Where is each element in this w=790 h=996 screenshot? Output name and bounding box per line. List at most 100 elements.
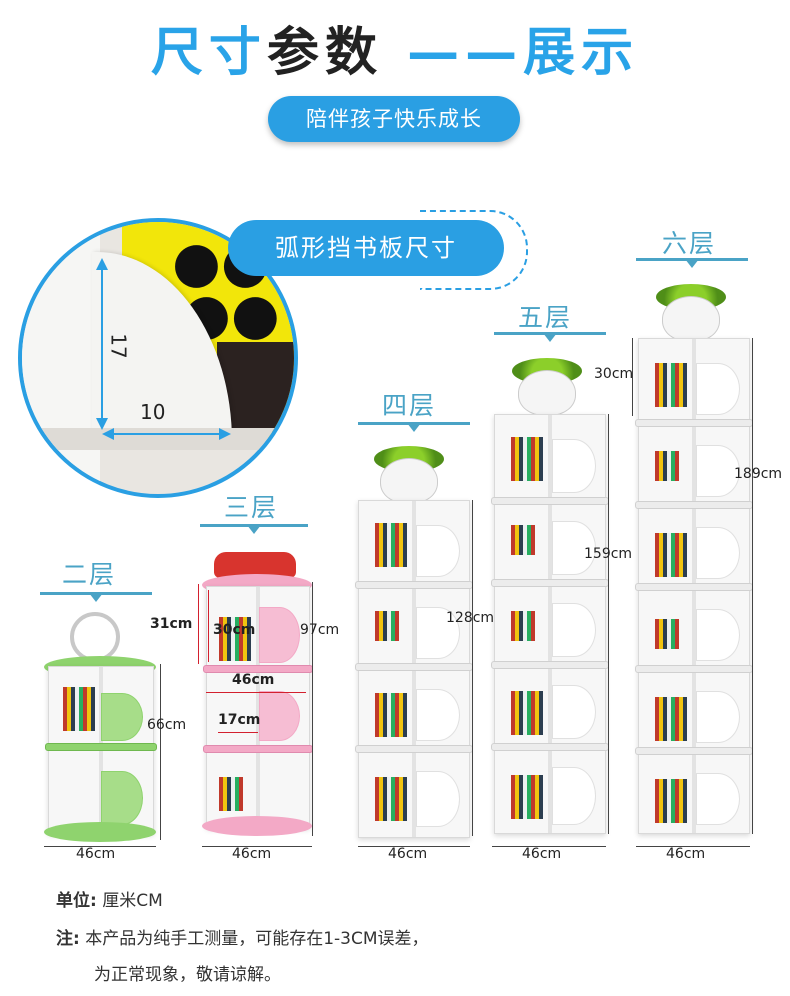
six-tier-width: 46cm [666,846,706,862]
six-tier-space-line [632,338,633,416]
baffle-board [696,527,740,579]
height-dimension-line [472,500,473,836]
dimension-arrows [96,258,231,440]
tier-label-four: 四层 [382,391,437,420]
three-tier-board-width: 46cm [232,672,275,688]
three-tier-space: 31cm [150,616,193,632]
books [511,611,535,641]
shelf-board [635,583,753,591]
width-dimension-line [202,846,312,847]
center-post [548,415,552,833]
shelf-six-tier [635,338,753,834]
books [655,619,679,649]
width-dimension-line [44,846,156,847]
width-dimension-line [358,846,470,847]
tier-pointer [494,332,606,342]
shelf-board [355,745,473,753]
three-tier-inner-line [208,590,209,662]
shelf-board [635,501,753,509]
title-part-display: ——展示 [407,23,640,83]
unit-note: 单位: 厘米CM [56,886,163,911]
shelf-board [203,745,313,753]
center-post [256,587,260,827]
title-part-params: 参数 [266,23,383,83]
shelf-board [491,579,609,587]
shelf-five-tier [491,414,609,834]
books [511,437,543,481]
arrowhead-right [219,428,231,440]
baffle-board [696,445,740,497]
pink-baffle [259,691,300,741]
books [511,525,535,555]
green-base [44,822,156,842]
baffle-board [416,607,460,659]
baffle-width-label: 10 [140,400,166,424]
toy-car-icon [214,552,296,578]
measurement-note: 注: 本产品为纯手工测量，可能存在1-3CM误差， [56,924,429,949]
arrowhead-down [96,418,108,430]
baffle-board [552,521,596,575]
baffle-board [696,691,740,743]
baffle-board [552,767,596,825]
shelf-board [491,661,609,669]
books [375,523,407,567]
plant-pot [662,296,720,342]
tier-label-six: 六层 [662,229,717,258]
height-dimension-line [312,582,313,836]
plant-pot [518,370,576,416]
baffle-board [696,773,740,825]
unit-value: 厘米CM [102,891,163,911]
two-tier-height: 66cm [147,717,187,733]
five-tier-height: 159cm [584,546,633,562]
three-tier-inner-height: 30cm [213,622,256,638]
width-dimension-line [492,846,606,847]
title-part-size: 尺寸 [150,23,267,83]
arrowhead-left [102,428,114,440]
three-tier-depth-line [218,732,258,733]
books [655,533,687,577]
plant-pot [380,458,438,504]
tier-label-three: 三层 [224,493,279,522]
tier-label-five: 五层 [518,303,573,332]
height-dimension-line [160,664,161,840]
arrowhead-up [96,258,108,270]
shelf-board [355,581,473,589]
four-tier-width: 46cm [388,846,428,862]
shelf-board [45,743,157,751]
books [655,363,687,407]
baffle-board [416,771,460,827]
books [655,451,679,481]
height-dimension-line [752,338,753,834]
baffle-board [552,603,596,657]
shelf-board [635,747,753,755]
baffle-height-label: 17 [106,333,131,359]
shelf-two-tier [45,666,157,834]
measurement-note-continued: 为正常现象，敬请谅解。 [94,965,281,985]
books [63,687,95,731]
callout-dashed-outline [420,210,528,290]
tier-pointer [40,592,152,602]
six-tier-space: 30cm [594,366,634,382]
books [219,777,243,811]
books [375,777,407,821]
tier-pointer [358,422,470,432]
three-tier-space-line [198,584,199,664]
tier-pointer [636,258,748,268]
alarm-clock-icon [70,612,120,662]
shelf-three-tier [203,586,313,828]
baffle-board [416,525,460,577]
books [219,617,251,661]
books [655,779,687,823]
shelf-board [635,665,753,673]
two-tier-width: 46cm [76,846,116,862]
pink-baffle [259,607,300,663]
baffle-size-callout: 弧形挡书板尺寸 [228,220,504,276]
three-tier-total-height: 97cm [300,622,340,638]
six-tier-height: 189cm [734,466,783,482]
page-title: 尺寸参数 ——展示 [0,10,790,85]
green-baffle [101,771,143,825]
baffle-board [416,689,460,741]
subtitle-pill: 陪伴孩子快乐成长 [268,96,520,142]
baffle-board [552,439,596,493]
